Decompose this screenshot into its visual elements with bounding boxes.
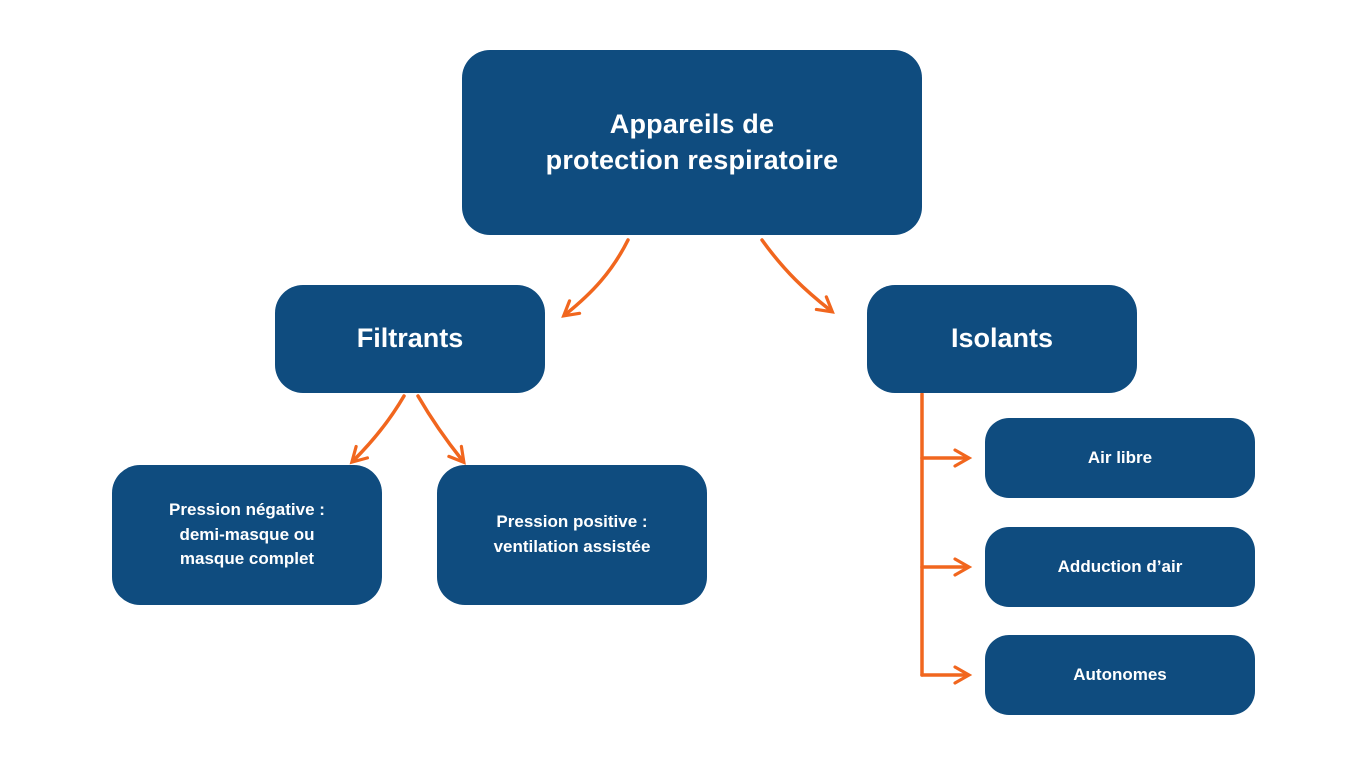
arrow-root-to-filtrants	[561, 238, 630, 318]
node-adduction-air: Adduction d’air	[985, 527, 1255, 607]
node-isolants: Isolants	[867, 285, 1137, 393]
arrow-filtrants-to-pression-negative	[349, 394, 406, 465]
node-pression-negative: Pression négative : demi-masque ou masqu…	[112, 465, 382, 605]
node-pression-positive: Pression positive : ventilation assistée	[437, 465, 707, 605]
arrow-root-to-isolants	[760, 238, 835, 314]
node-filtrants: Filtrants	[275, 285, 545, 393]
node-air-libre: Air libre	[985, 418, 1255, 498]
arrow-filtrants-to-pression-positive	[416, 394, 466, 465]
node-appareils-protection-respiratoire: Appareils de protection respiratoire	[462, 50, 922, 235]
node-autonomes: Autonomes	[985, 635, 1255, 715]
